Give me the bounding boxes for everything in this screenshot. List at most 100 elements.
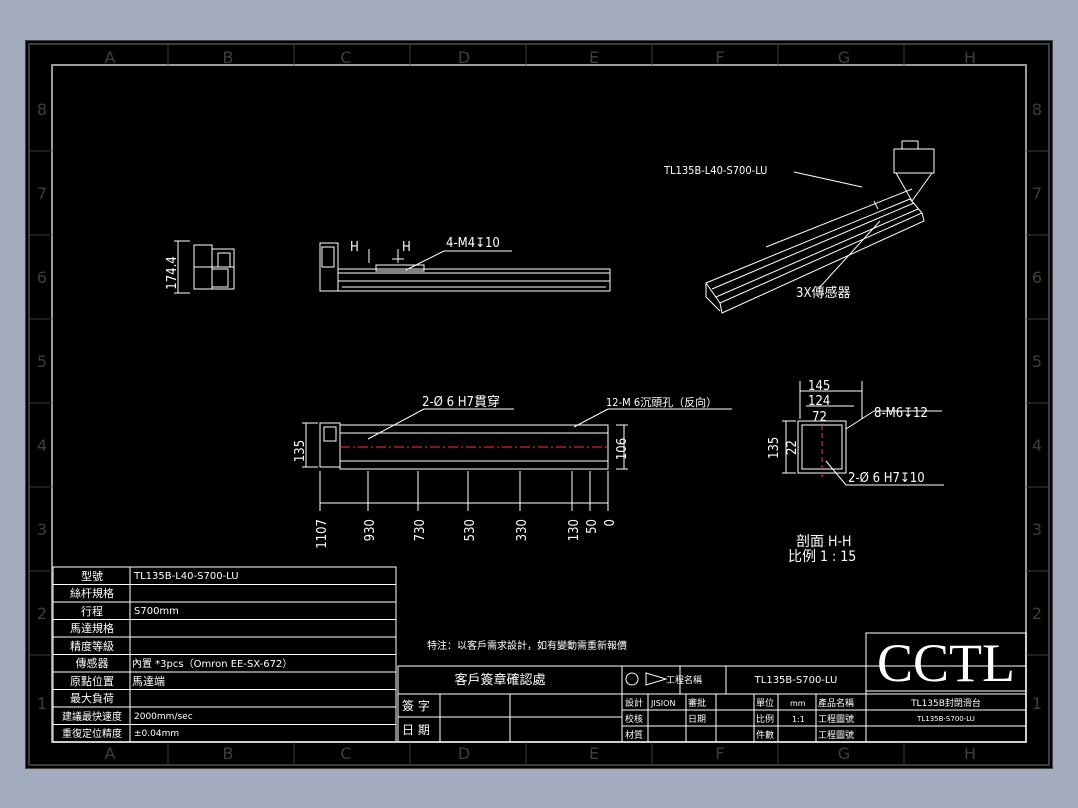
spec-value: S700mm (134, 606, 179, 617)
grid-row-label: 1 (1032, 694, 1042, 713)
position-dim: 930 (363, 519, 378, 541)
iso-model-callout: TL135B-L40-S700-LU (663, 164, 767, 177)
section-thread-callout: 8-M6↧12 (874, 406, 928, 421)
grid-col-label: E (589, 744, 599, 763)
tb-material-label: 材質 (625, 729, 643, 741)
grid-col-label: C (340, 48, 351, 67)
top-width-right: 106 (615, 438, 630, 460)
tb-project-label: 工程名稱 (666, 674, 702, 686)
spec-label: 原點位置 (70, 674, 114, 688)
spec-value: 馬達端 (132, 675, 165, 688)
section-scale: 比例 1 : 15 (788, 549, 856, 565)
grid-row-label: 7 (37, 184, 47, 203)
grid-row-label: 6 (37, 268, 47, 287)
section-dim-145: 145 (808, 379, 830, 394)
grid-row-label: 2 (1032, 604, 1042, 623)
spec-label: 行程 (81, 605, 103, 618)
tb-scale-value: 1:1 (792, 715, 805, 724)
grid-numbers: 8 7 6 5 4 3 2 1 8 7 6 5 4 3 2 1 (37, 100, 1042, 713)
section-dim-72: 72 (812, 410, 827, 425)
confirm-sign-label: 簽 字 (402, 698, 430, 713)
section-dims: 145 124 72 135 22 8-M6↧12 2-Ø 6 H7↧10 剖面… (767, 379, 928, 565)
tb-drawing-no: TL135B-S700-LU (916, 715, 975, 723)
spec-value: TL135B-L40-S700-LU (133, 571, 239, 582)
spec-label: 傳感器 (76, 657, 109, 670)
cctl-logo: CCTL (877, 633, 1015, 693)
tb-drawing-label2: 工程圖號 (818, 729, 854, 741)
top-view (302, 408, 732, 470)
top-view-dims (319, 471, 609, 511)
position-dim: 50 (585, 519, 600, 534)
grid-col-label: H (964, 744, 976, 763)
position-dim: 530 (463, 519, 478, 541)
tb-qty-label: 件數 (756, 729, 774, 741)
title-block (621, 632, 1027, 743)
grid-row-label: 8 (1032, 100, 1042, 119)
grid-row-label: 8 (37, 100, 47, 119)
grid-col-label: A (105, 48, 116, 67)
grid-row-label: 5 (1032, 352, 1042, 371)
side-view (319, 242, 611, 292)
tb-date-label: 日期 (688, 714, 706, 725)
grid-col-label: G (838, 744, 850, 763)
confirm-date-label: 日 期 (402, 723, 430, 737)
outer-frame (28, 43, 1050, 766)
spec-label: 馬達規格 (70, 621, 114, 635)
design-note: 特注：以客戶需求設計，如有變動需重新報價 (427, 639, 627, 652)
tb-scale-label: 比例 (756, 713, 774, 725)
grid-col-label: B (223, 744, 234, 763)
top-width-left: 135 (293, 440, 308, 462)
position-dim: 1107 (315, 519, 330, 549)
h-marker-right: H (402, 240, 411, 255)
tb-product-label: 產品名稱 (818, 697, 854, 709)
isometric-view (705, 140, 935, 314)
spec-label: 精度等級 (70, 639, 114, 653)
tb-unit-value: mm (790, 699, 806, 708)
tb-designer: JISION (650, 699, 675, 708)
grid-row-label: 3 (37, 520, 47, 539)
spec-label: 型號 (81, 569, 103, 583)
grid-row-label: 4 (37, 436, 47, 455)
section-dim-22: 22 (785, 440, 800, 455)
spec-label: 重復定位精度 (62, 727, 122, 740)
spec-value: 2000mm/sec (134, 712, 193, 722)
position-dim: 730 (413, 519, 428, 541)
hole-callout: 4-M4↧10 (446, 236, 500, 251)
grid-row-label: 3 (1032, 520, 1042, 539)
spec-table-text: 型號 TL135B-L40-S700-LU 絲杆規格 行程 S700mm 馬達規… (62, 569, 292, 740)
grid-row-label: 4 (1032, 436, 1042, 455)
spec-value: 內置 *3pcs（Omron EE-SX-672） (132, 658, 292, 670)
grid-col-label: C (340, 744, 351, 763)
grid-row-label: 6 (1032, 268, 1042, 287)
drawing-sheet: A B C D E F G H A B C D E F G H 8 7 6 5 … (26, 41, 1052, 768)
spec-value: ±0.04mm (134, 729, 179, 739)
spec-label: 絲杆規格 (70, 586, 114, 600)
grid-letters: A B C D E F G H A B C D E F G H (105, 48, 976, 763)
grid-row-label: 1 (37, 694, 47, 713)
grid-col-label: F (715, 48, 724, 67)
tb-design-label: 設計 (625, 697, 643, 709)
grid-col-label: D (458, 48, 470, 67)
tb-product-name: TL135B封閉滑台 (910, 697, 981, 709)
tb-check-label: 校核 (625, 713, 643, 725)
position-dim: 130 (567, 519, 582, 541)
tb-drawing-no-label: 工程圖號 (818, 713, 854, 725)
grid-col-label: G (838, 48, 850, 67)
grid-row-label: 5 (37, 352, 47, 371)
section-view (782, 381, 944, 486)
confirmation-box (397, 665, 623, 743)
grid-row-label: 7 (1032, 184, 1042, 203)
grid-row-label: 2 (37, 604, 47, 623)
section-label: 剖面 H-H (796, 534, 852, 550)
cad-drawing: A B C D E F G H A B C D E F G H 8 7 6 5 … (28, 43, 1050, 766)
counterbore-callout: 12-M 6沉頭孔（反向） (606, 395, 717, 409)
grid-col-label: B (223, 48, 234, 67)
position-dim: 0 (603, 519, 618, 526)
position-dim: 330 (515, 519, 530, 541)
h-marker-left: H (350, 240, 359, 255)
section-pin-callout: 2-Ø 6 H7↧10 (848, 471, 925, 486)
grid-col-label: F (715, 744, 724, 763)
grid-ticks (30, 45, 1048, 764)
spec-label: 最大負荷 (70, 691, 114, 705)
tb-unit-label: 單位 (756, 697, 774, 709)
